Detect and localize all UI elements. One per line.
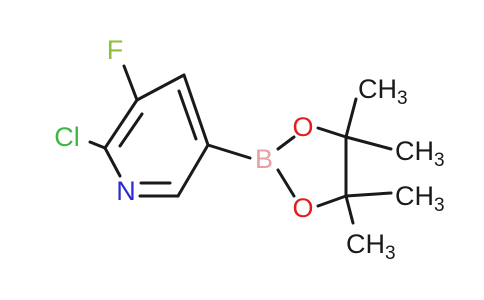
bond-c3-c4 <box>135 73 186 102</box>
bond-n-c2 <box>103 146 122 178</box>
bond-c2-c3 <box>103 98 139 150</box>
bond-b-o1 <box>276 135 296 151</box>
oxygen-label-top: O <box>292 112 313 142</box>
bond-c4-c5-inner <box>177 89 198 141</box>
bond-c3-f <box>122 64 139 102</box>
bond-methyl-4 <box>344 194 355 225</box>
bond-methyl-3 <box>344 191 393 198</box>
methyl-label-1: CH3 <box>358 74 408 109</box>
chlorine-label: Cl <box>54 122 80 152</box>
dioxaborolane-ring <box>276 126 348 208</box>
bond-c5-c6 <box>176 143 210 198</box>
bond-c2-cl <box>88 140 107 150</box>
bond-b-o2 <box>276 168 296 198</box>
bond-c2-c3-inner <box>118 112 144 148</box>
bond-o1-c <box>316 126 348 139</box>
fluorine-label: F <box>107 35 124 65</box>
oxygen-label-bottom: O <box>292 193 313 223</box>
methyl-label-3: CH3 <box>395 181 445 216</box>
bond-c5-b <box>206 143 252 160</box>
nitrogen-label: N <box>116 176 136 206</box>
methyl-bonds <box>344 97 393 225</box>
methyl-label-4: CH3 <box>346 229 396 264</box>
bond-c4-c5 <box>182 73 210 147</box>
bond-o2-c <box>316 194 348 208</box>
methyl-label-2: CH3 <box>395 136 445 171</box>
bond-methyl-2 <box>344 135 393 151</box>
pyridine-ring <box>103 73 210 198</box>
boron-label: B <box>255 144 273 174</box>
bond-methyl-1 <box>344 97 358 139</box>
